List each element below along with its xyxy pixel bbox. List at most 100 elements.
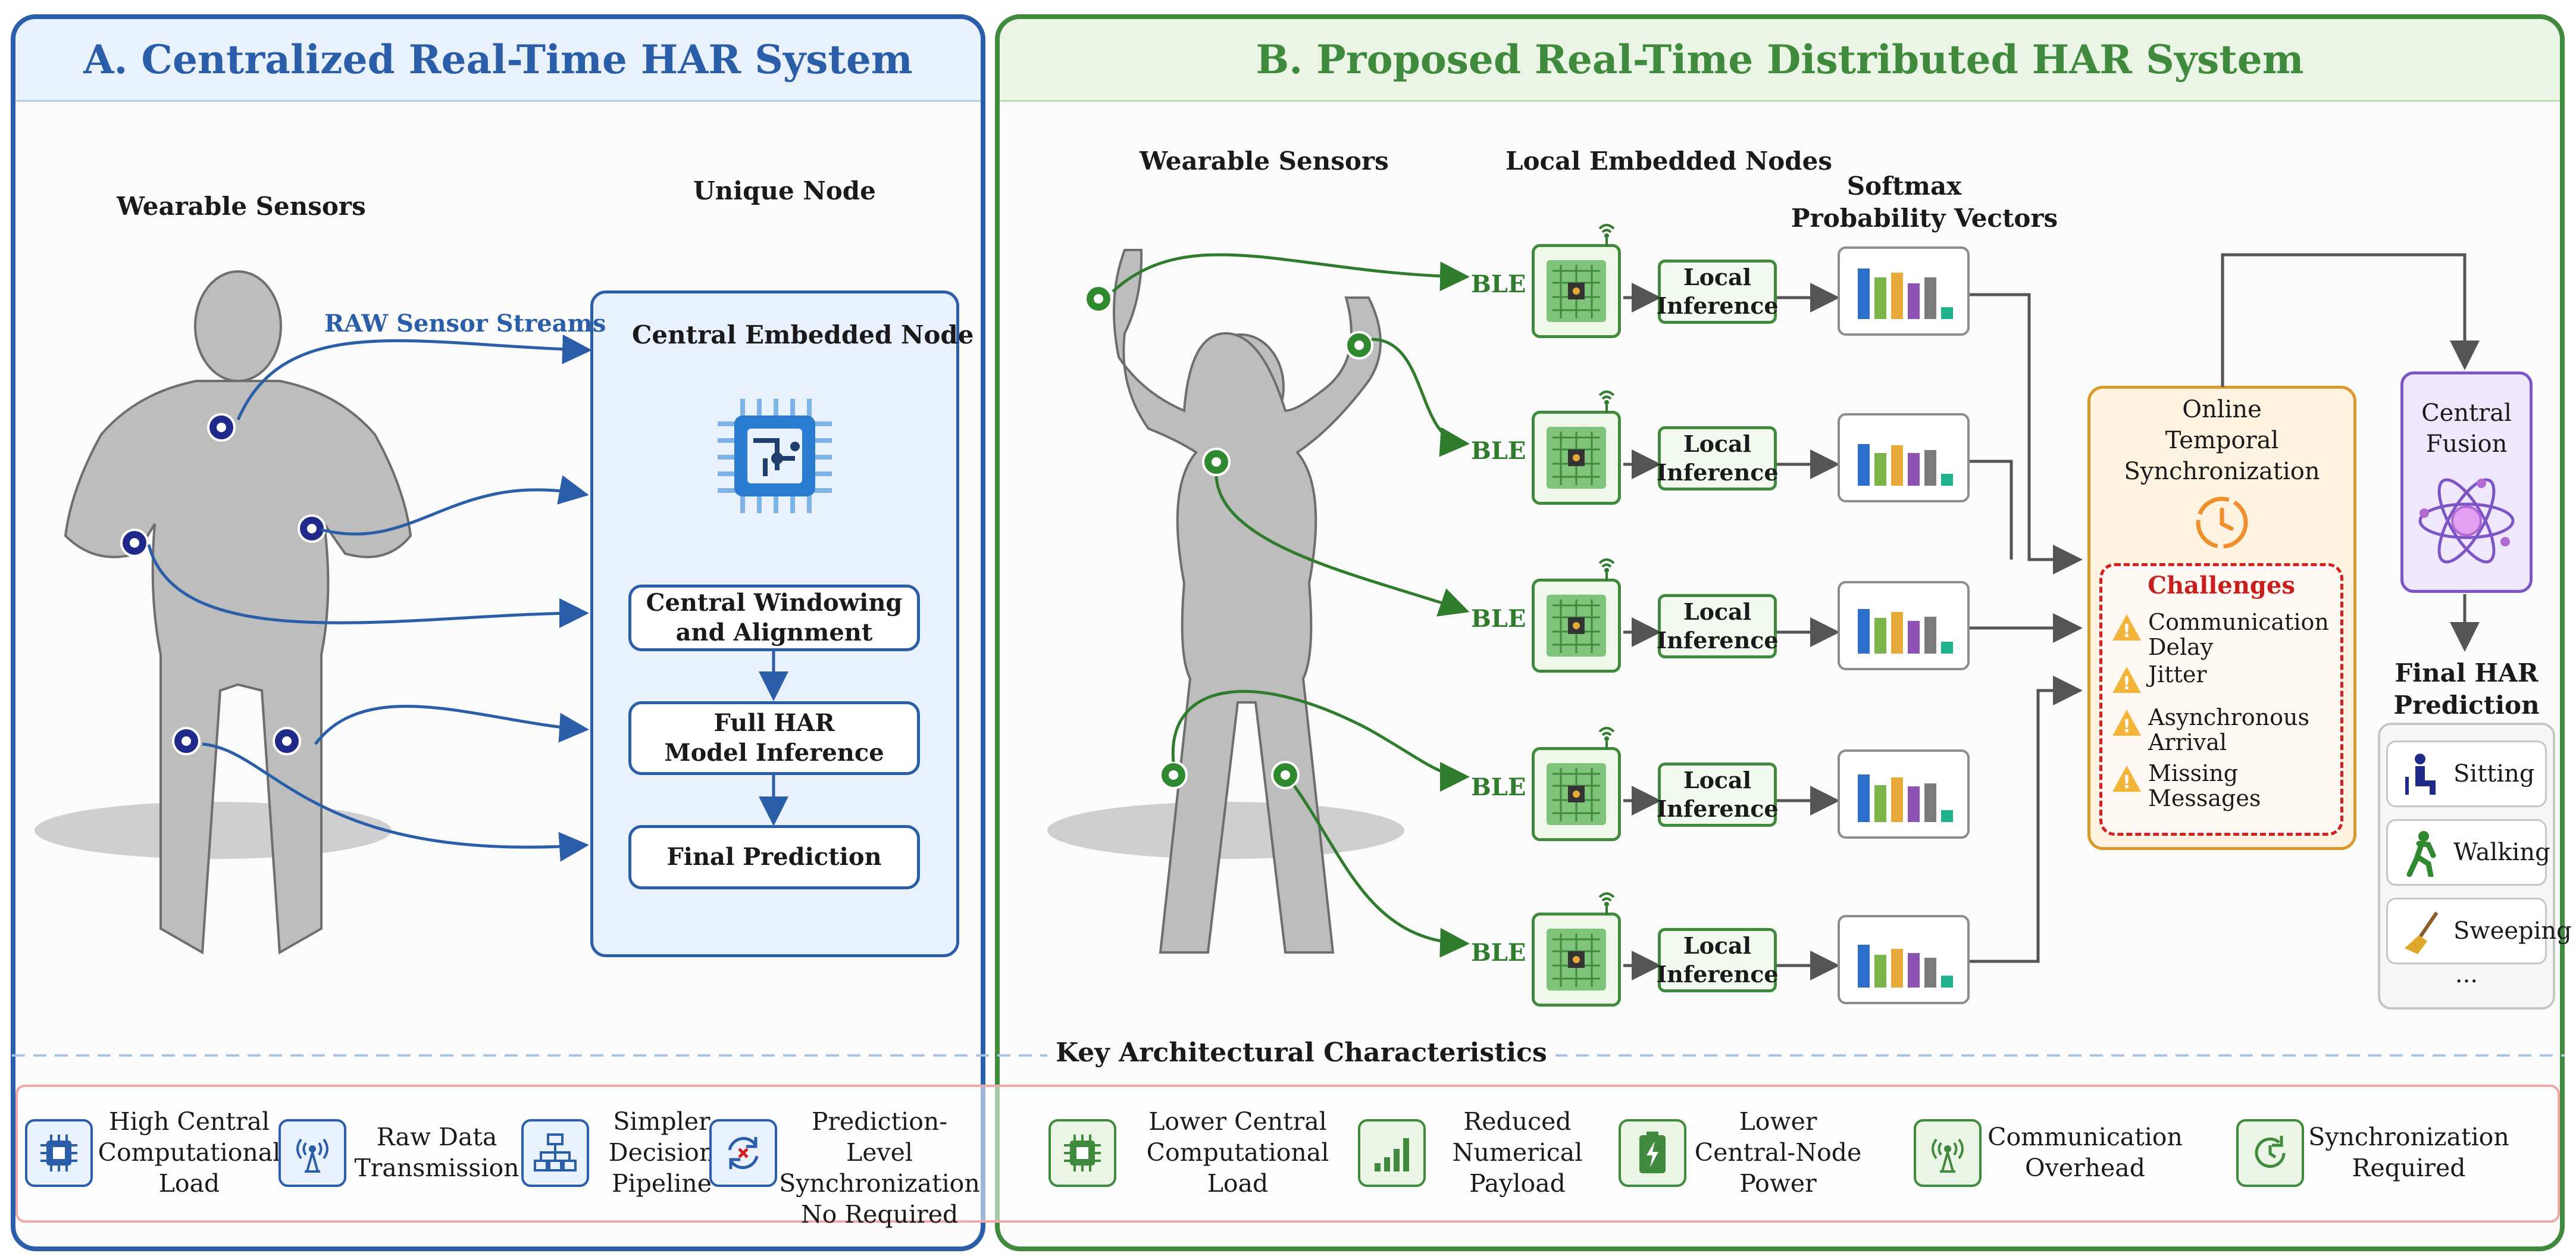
sensors-b [1084, 285, 1373, 789]
probability-bar [1874, 618, 1886, 654]
probability-bar [1941, 810, 1953, 822]
probability-bar [1891, 612, 1903, 654]
probability-bar [1941, 474, 1953, 486]
local-nodes-label: Local Embedded Nodes [1505, 146, 1833, 176]
broom-icon [2405, 911, 2439, 954]
softmax-probability-vector [1838, 246, 1970, 336]
probability-bar [1924, 277, 1936, 319]
raw-stream-arrows [147, 334, 592, 862]
more-predictions: ... [2455, 961, 2478, 988]
cpu-icon [25, 1119, 93, 1187]
cpu-icon [1048, 1119, 1116, 1187]
probability-bar [1908, 786, 1920, 822]
probability-bar [1891, 273, 1903, 319]
probability-bar [1891, 445, 1903, 486]
probability-bar [1858, 609, 1870, 654]
probability-bar [1924, 783, 1936, 822]
softmax-probability-vector [1838, 581, 1970, 670]
probability-bar [1908, 621, 1920, 654]
local-embedded-node [1532, 411, 1621, 505]
prediction-sweeping: Sweeping [2386, 898, 2572, 964]
walking-icon [2406, 831, 2436, 877]
probability-bar [1874, 785, 1886, 822]
wireless-icon [1595, 723, 1619, 752]
central-node-title: Central Embedded Node [632, 320, 974, 349]
local-embedded-node [1532, 579, 1621, 673]
ble-label: BLE [1471, 605, 1526, 633]
local-embedded-node [1532, 244, 1621, 338]
warning-icon: ! [2112, 766, 2141, 793]
sitting-label: Sitting [2453, 760, 2535, 788]
local-embedded-node [1532, 747, 1621, 841]
probability-bar [1941, 307, 1953, 319]
prediction-sitting: Sitting [2386, 741, 2547, 807]
softmax-probability-vector [1838, 413, 1970, 502]
probability-bar [1924, 958, 1936, 988]
probability-bar [1858, 945, 1870, 988]
antenna-icon [278, 1119, 346, 1187]
probability-bar [1908, 953, 1920, 988]
panel-a-title: A. Centralized Real-Time HAR System [15, 19, 981, 102]
unique-node-label: Unique Node [693, 176, 876, 205]
microcontroller-icon [1547, 595, 1606, 657]
local-embedded-node [1532, 913, 1621, 1007]
signal-bars-icon [1358, 1119, 1426, 1187]
final-prediction-step: Final Prediction [628, 825, 920, 889]
panel-b-title: B. Proposed Real-Time Distributed HAR Sy… [1000, 19, 2560, 102]
ble-label: BLE [1471, 270, 1526, 298]
warning-icon: ! [2112, 614, 2141, 642]
wireless-icon [1595, 220, 1619, 249]
softmax-probability-vector [1838, 915, 1970, 1004]
probability-bar [1874, 277, 1886, 319]
svg-text:!: ! [2123, 772, 2131, 793]
sitting-icon [2405, 754, 2436, 795]
wireless-icon [1595, 889, 1619, 917]
probability-bar [1941, 976, 1953, 988]
hierarchy-icon [521, 1119, 589, 1187]
sweeping-label: Sweeping [2453, 917, 2572, 945]
clock-sync-icon [2191, 492, 2253, 556]
probability-bar [1874, 453, 1886, 486]
prediction-walking: Walking [2386, 819, 2550, 886]
ble-label: BLE [1471, 939, 1526, 967]
human-figure-a [35, 270, 412, 955]
microcontroller-icon [1547, 763, 1606, 825]
wearable-sensors-label-a: Wearable Sensors [117, 192, 366, 221]
probability-bar [1924, 617, 1936, 654]
key-strip [15, 1085, 2560, 1223]
wireless-icon [1595, 555, 1619, 583]
sync-icon [2236, 1119, 2304, 1187]
probability-bar [1891, 949, 1903, 988]
sensors-a [120, 413, 326, 755]
probability-bar [1858, 444, 1870, 486]
battery-icon [1619, 1119, 1686, 1187]
svg-text:!: ! [2123, 673, 2131, 694]
microcontroller-icon [1547, 427, 1606, 489]
sync-disabled-icon [709, 1119, 777, 1187]
probability-bar [1924, 450, 1936, 486]
ble-label: BLE [1471, 773, 1526, 801]
probability-bar [1874, 955, 1886, 988]
probability-bar [1891, 777, 1903, 822]
microcontroller-icon [1547, 929, 1606, 991]
probability-bar [1908, 283, 1920, 319]
central-fusion-box [2400, 371, 2533, 593]
probability-bar [1941, 642, 1953, 654]
probability-bar [1858, 268, 1870, 319]
